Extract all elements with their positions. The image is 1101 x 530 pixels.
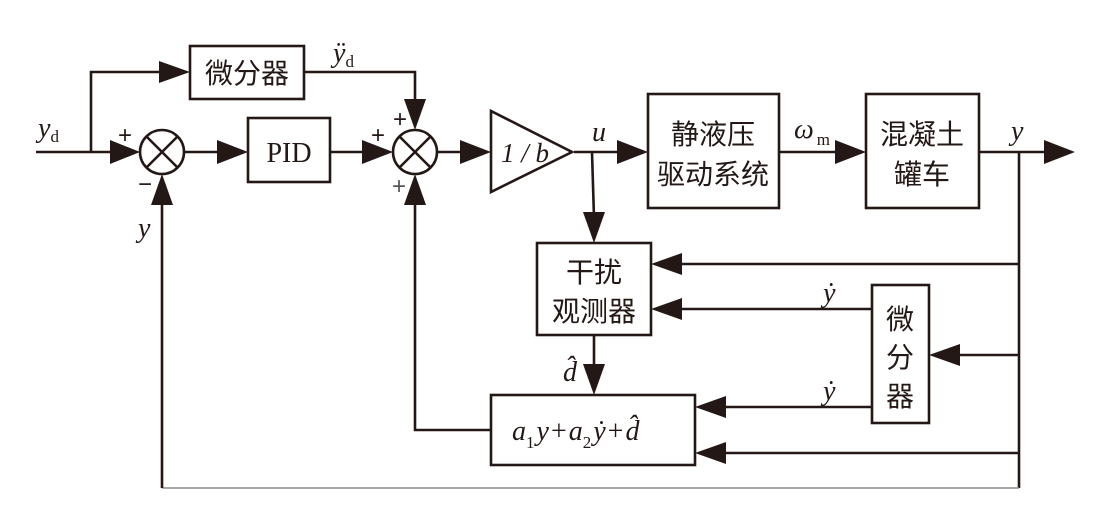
hydrostatic-drive-block [646, 92, 781, 210]
arrow-into-observer-y [651, 253, 682, 275]
arrow-into-differentiator [159, 61, 190, 83]
arrow-into-compensator-top [583, 364, 605, 395]
branch-to-differentiator [89, 70, 165, 152]
gain-label: 1 / b [501, 138, 549, 168]
arrow-into-pid [217, 140, 248, 164]
differentiator-right-block [870, 283, 931, 425]
control-signal-label: u [592, 117, 606, 148]
disturbance-observer-block [535, 241, 653, 337]
output-label: y [1008, 116, 1024, 147]
summer2-top-plus-sign: + [393, 106, 407, 133]
differentiator-right-char2: 分 [886, 341, 914, 374]
concrete-truck-block [864, 92, 981, 210]
arrow-into-hydrostatic [617, 140, 648, 164]
arrow-output [1044, 140, 1075, 164]
summer-1 [138, 128, 186, 176]
hydrostatic-label-line2: 驱动系统 [657, 158, 769, 191]
pid-block [246, 116, 332, 184]
arrow-into-differentiator-right [929, 344, 960, 366]
compensator-block [489, 393, 697, 467]
arrow-into-summer1-bottom [151, 174, 173, 205]
arrow-into-observer-ydot [651, 298, 682, 320]
pid-label: PID [266, 138, 311, 169]
differentiator-top-block [188, 44, 306, 101]
truck-label-line1: 混凝土 [880, 118, 964, 151]
arrow-into-gain [460, 140, 491, 164]
summer1-minus-sign: − [138, 171, 152, 198]
hydrostatic-label-line1: 静液压 [671, 118, 755, 151]
arrow-into-summer2-left [362, 140, 393, 164]
compensator-to-summer2-line [413, 200, 491, 432]
gain-block [489, 108, 575, 195]
ydot-lower-label: ẏ [820, 376, 836, 407]
truck-label-line2: 罐车 [894, 158, 950, 191]
arrow-into-summer2-bottom [404, 174, 426, 205]
observer-label-line2: 观测器 [552, 295, 636, 328]
observer-label-line1: 干扰 [566, 256, 622, 289]
reference-ddot-label: ÿd [330, 38, 354, 71]
differentiator-top-label: 微分器 [205, 57, 289, 90]
ydot-upper-label: ẏ [820, 278, 836, 309]
differentiator-right-char3: 器 [886, 380, 914, 413]
summer2-left-plus-sign: + [371, 122, 385, 149]
arrow-into-compensator-y [695, 442, 726, 464]
arrow-into-summer1 [110, 140, 140, 164]
u-branch-line [590, 151, 596, 219]
arrow-into-summer2-top [404, 99, 426, 130]
ydd-line [304, 70, 417, 105]
compensator-formula: a1y+a2ẏ+d̂ [512, 415, 640, 452]
arrow-into-truck [835, 140, 866, 164]
dhat-label: d̂ [563, 356, 578, 388]
arrow-into-compensator-ydot [695, 396, 726, 418]
summer-2 [391, 128, 439, 176]
feedback-y-label: y [135, 213, 151, 244]
reference-label: yd [35, 113, 59, 146]
summer1-plus-sign: + [118, 122, 132, 149]
arrow-into-observer-top [583, 212, 605, 243]
differentiator-right-char1: 微 [886, 303, 914, 336]
summer2-bottom-plus-sign: + [392, 173, 406, 200]
